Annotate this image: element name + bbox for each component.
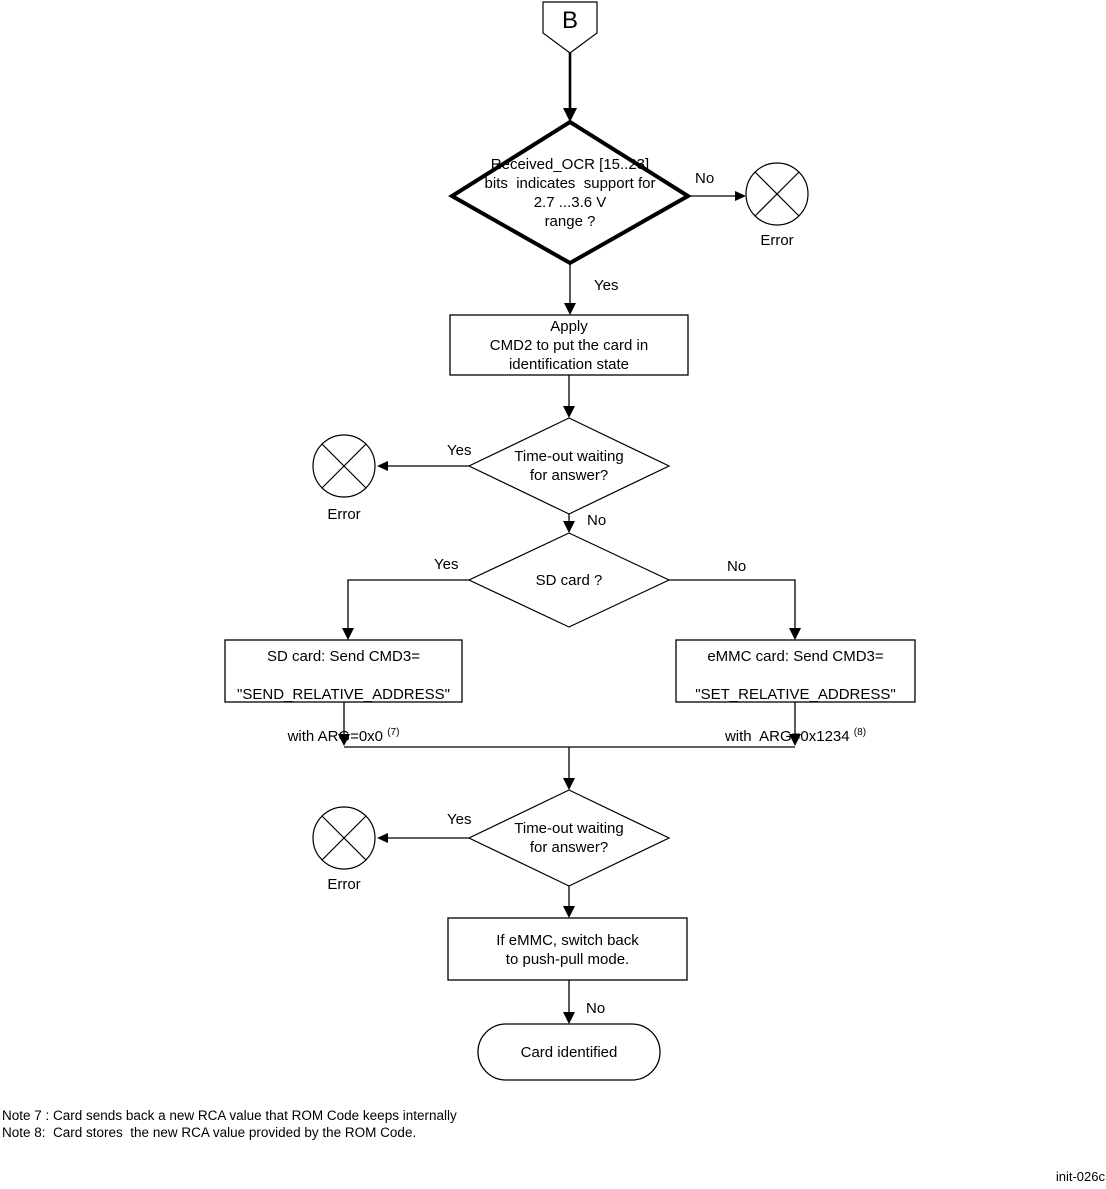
emmc-cmd3-note-ref: (8) [853,727,867,738]
error-label-3: Error [327,876,361,893]
process-if-emmc-label: If eMMC, switch back to push-pull mode. [496,932,639,968]
arrowhead [563,108,577,122]
edge-label-sd-yes: Yes [434,556,459,573]
decision-timeout2-label: Time-out waiting for answer? [514,820,624,856]
arrowhead [563,521,575,533]
error-label-2: Error [327,506,361,523]
edge-label-timeout2-yes: Yes [447,811,472,828]
arrowhead [735,191,746,201]
edge-label-final-no: No [586,1000,606,1017]
edge-label-timeout1-yes: Yes [447,442,472,459]
edge-label-ocr-yes: Yes [594,277,619,294]
sd-cmd3-line1: SD card: Send CMD3= [267,648,420,665]
edge-label-ocr-no: No [695,170,715,187]
decision-ocr-label: Received_OCR [15..23] bits indicates sup… [484,156,656,230]
error-x-icon [321,443,367,489]
edge-sd-no [669,579,796,629]
decision-timeout1-label: Time-out waiting for answer? [514,448,624,484]
arrowhead [563,778,575,790]
connector-b-shape [542,1,598,54]
arrowhead [563,906,575,918]
arrowhead [342,628,354,640]
emmc-cmd3-line1: eMMC card: Send CMD3= [707,648,884,665]
process-emmc-cmd3-label: eMMC card: Send CMD3= "SET_RELATIVE_ADDR… [676,647,915,746]
terminator-card-identified [477,1023,661,1081]
figure-id: init-026c [1055,1169,1105,1184]
sd-cmd3-note-ref: (7) [387,727,400,738]
error-label-1: Error [760,232,794,249]
process-sd-cmd3-label: SD card: Send CMD3= "SEND_RELATIVE_ADDRE… [225,647,462,746]
process-if-emmc-box [447,917,688,981]
decision-sd-card-label: SD card ? [535,572,603,589]
terminator-card-identified-label: Card identified [520,1044,618,1061]
arrowhead [563,1012,575,1024]
arrowhead [789,628,801,640]
process-apply-cmd2-label: Apply CMD2 to put the card in identifica… [489,318,649,373]
arrowhead [377,833,388,843]
process-sd-cmd3-box [224,639,463,703]
emmc-cmd3-line2: "SET_RELATIVE_ADDRESS" [695,686,896,703]
edge-label-timeout1-no: No [587,512,607,529]
process-apply-cmd2-box [449,314,689,376]
arrowhead [377,461,388,471]
edge-label-sd-no: No [727,558,747,575]
error-x-icon [754,171,800,217]
arrowhead [789,734,801,746]
note-7: Note 7 : Card sends back a new RCA value… [2,1108,457,1123]
sd-cmd3-line3: with ARG=0x0 [287,728,384,745]
sd-cmd3-line2: "SEND_RELATIVE_ADDRESS" [237,686,450,703]
connector-b-label: B [561,7,578,34]
process-emmc-cmd3-box [675,639,916,703]
emmc-cmd3-line3: with ARG=0x1234 [724,728,850,745]
decision-sd-card-diamond [467,532,671,628]
edge-sd-yes [347,579,469,629]
arrowhead [338,734,350,746]
error-x-icon [321,815,367,861]
arrowhead [564,303,576,315]
arrowhead [563,406,575,418]
note-8: Note 8: Card stores the new RCA value pr… [2,1125,417,1140]
